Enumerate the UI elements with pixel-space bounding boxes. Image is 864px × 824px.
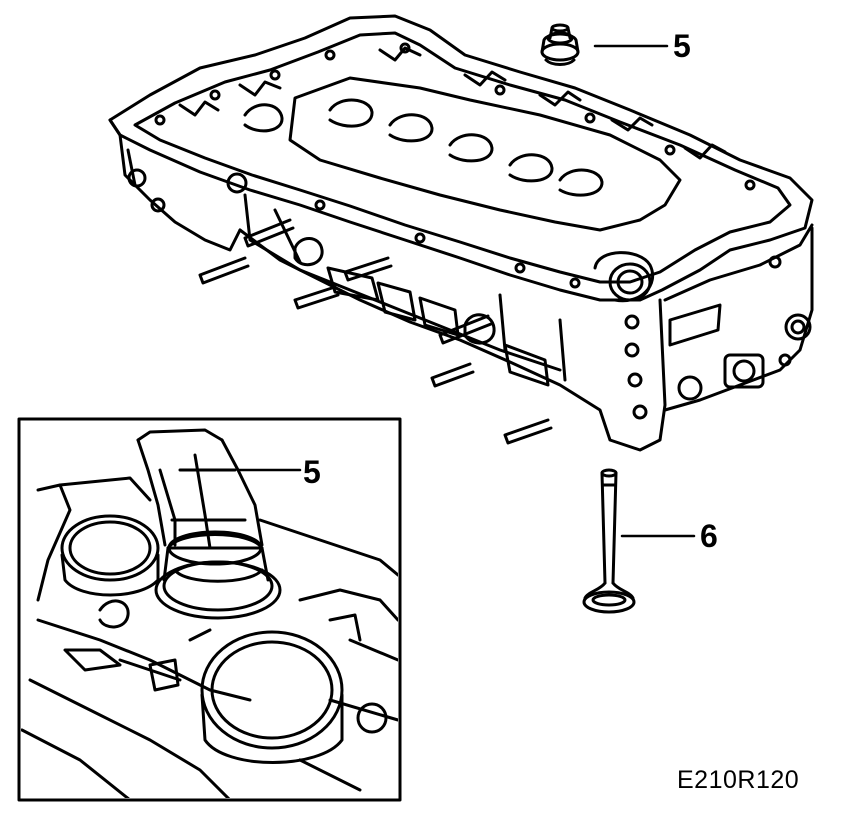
valve [582, 468, 636, 614]
valve-stem-seal [540, 23, 580, 66]
callout-label-6-valve: 6 [700, 518, 718, 554]
detail-inset-frame [17, 417, 402, 802]
callout-label-5-detail: 5 [303, 454, 321, 490]
cylinder-head [108, 14, 814, 452]
leader-lines [236, 44, 696, 538]
callout-label-5-seal: 5 [673, 28, 691, 64]
detail-inset-illustration [21, 428, 398, 798]
figure-reference-code: E210R120 [677, 766, 800, 794]
